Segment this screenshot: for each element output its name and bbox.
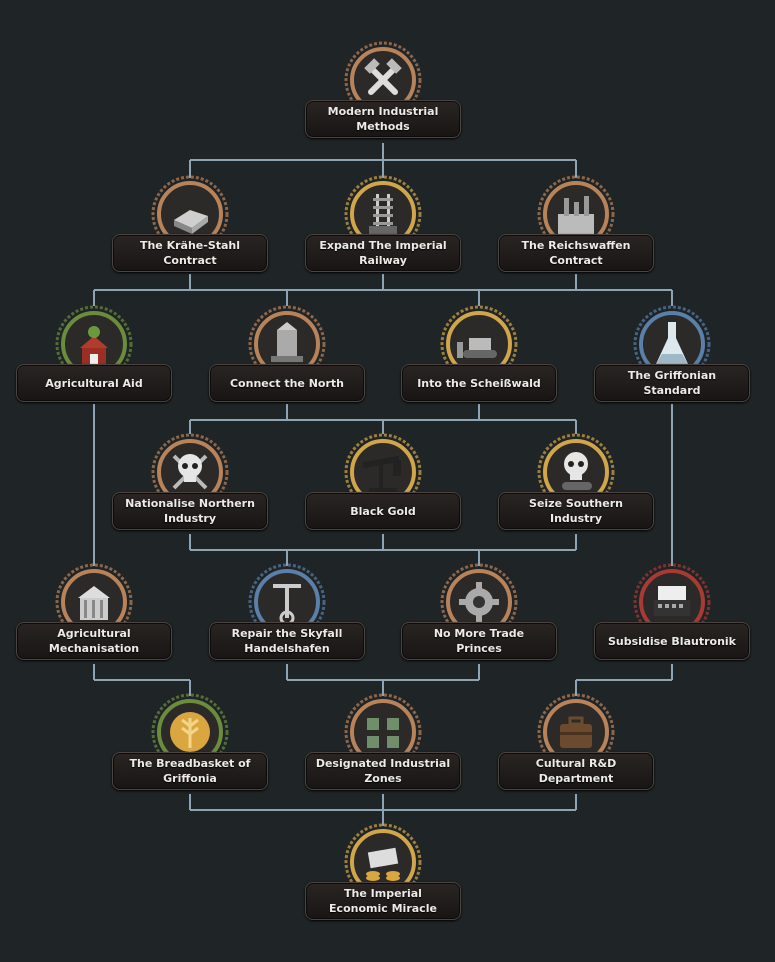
focus-title: Agricultural Aid	[16, 364, 172, 402]
focus-title: Seize Southern Industry	[498, 492, 654, 530]
focus-node[interactable]: Connect the North	[209, 304, 365, 444]
focus-node[interactable]: Designated Industrial Zones	[305, 692, 461, 832]
focus-node[interactable]: The Breadbasket of Griffonia	[112, 692, 268, 832]
skull-crossed-tools-icon	[150, 432, 230, 512]
steel-ingot-icon	[150, 174, 230, 254]
focus-title: No More Trade Princes	[401, 622, 557, 660]
focus-node[interactable]: Into the Scheißwald	[401, 304, 557, 444]
money-stack-icon	[343, 822, 423, 902]
focus-node[interactable]: Agricultural Mechanisation	[16, 562, 172, 702]
focus-node[interactable]: Black Gold	[305, 432, 461, 572]
focus-title: Designated Industrial Zones	[305, 752, 461, 790]
focus-title: The Krähe-Stahl Contract	[112, 234, 268, 272]
focus-node[interactable]: The Imperial Economic Miracle	[305, 822, 461, 962]
focus-node[interactable]: Cultural R&D Department	[498, 692, 654, 832]
focus-node[interactable]: The Griffonian Standard	[594, 304, 750, 444]
focus-title: Black Gold	[305, 492, 461, 530]
bulldozer-icon	[439, 304, 519, 384]
gear-icon	[439, 562, 519, 642]
mining-icon	[247, 304, 327, 384]
focus-node[interactable]: Modern Industrial Methods	[305, 40, 461, 180]
focus-node[interactable]: The Krähe-Stahl Contract	[112, 174, 268, 314]
focus-node[interactable]: Agricultural Aid	[16, 304, 172, 444]
crossed-hammers-icon	[343, 40, 423, 120]
focus-title: Repair the Skyfall Handelshafen	[209, 622, 365, 660]
focus-node[interactable]: Seize Southern Industry	[498, 432, 654, 572]
skull-bulldozer-icon	[536, 432, 616, 512]
focus-title: The Griffonian Standard	[594, 364, 750, 402]
focus-title: Into the Scheißwald	[401, 364, 557, 402]
focus-title: The Imperial Economic Miracle	[305, 882, 461, 920]
focus-node[interactable]: Subsidise Blautronik	[594, 562, 750, 702]
focus-title: Subsidise Blautronik	[594, 622, 750, 660]
focus-title: Connect the North	[209, 364, 365, 402]
factory-icon	[536, 174, 616, 254]
focus-title: The Breadbasket of Griffonia	[112, 752, 268, 790]
focus-title: Expand The Imperial Railway	[305, 234, 461, 272]
focus-node[interactable]: The Reichswaffen Contract	[498, 174, 654, 314]
focus-node[interactable]: No More Trade Princes	[401, 562, 557, 702]
focus-title: Nationalise Northern Industry	[112, 492, 268, 530]
focus-title: Agricultural Mechanisation	[16, 622, 172, 660]
focus-node[interactable]: Expand The Imperial Railway	[305, 174, 461, 314]
focus-title: Cultural R&D Department	[498, 752, 654, 790]
typewriter-icon	[632, 562, 712, 642]
focus-title: Modern Industrial Methods	[305, 100, 461, 138]
focus-node[interactable]: Repair the Skyfall Handelshafen	[209, 562, 365, 702]
focus-node[interactable]: Nationalise Northern Industry	[112, 432, 268, 572]
focus-title: The Reichswaffen Contract	[498, 234, 654, 272]
